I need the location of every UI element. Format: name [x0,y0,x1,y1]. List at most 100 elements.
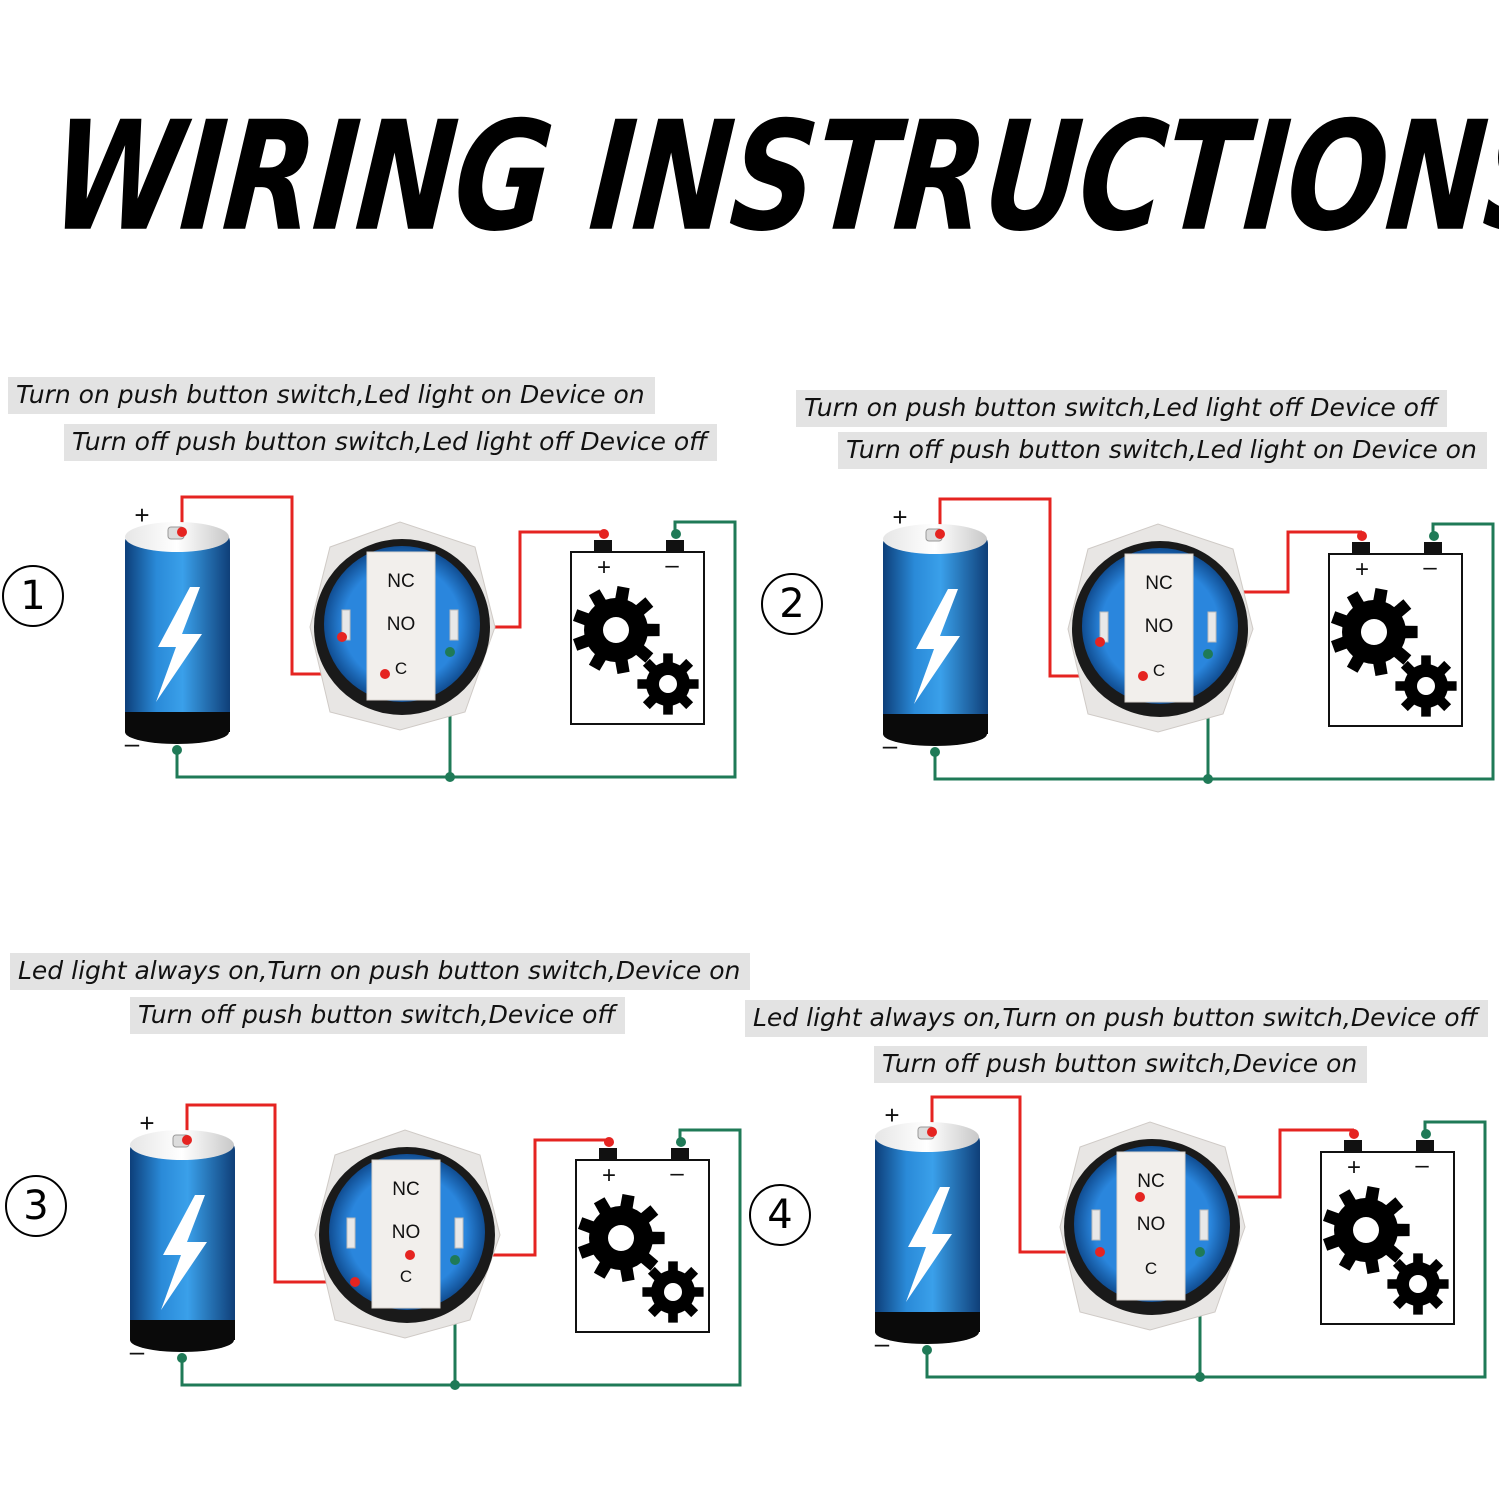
battery-minus-label: – [883,730,898,760]
contact-dot [337,632,347,642]
terminal-c-label: C [400,1267,412,1286]
battery-minus-label: – [875,1328,890,1358]
battery-plus-dot [177,527,187,537]
contact-dot [1203,649,1213,659]
device-plus-dot [604,1137,614,1147]
panel-4-number: 4 [749,1184,811,1246]
contact-dot [1095,1247,1105,1257]
battery-minus-dot [177,1353,187,1363]
battery-plus-dot [935,529,945,539]
panel-4-caption-line2: Turn off push button switch,Device on [874,1046,1368,1083]
small-gear-hole [1417,677,1435,695]
device-plus-terminal [594,540,612,552]
switch-terminal-block [366,551,436,701]
panel-3-caption-line1: Led light always on,Turn on push button … [10,953,751,990]
panel-1-number: 1 [2,565,64,627]
led-pin-left [1091,1209,1101,1241]
contact-dot [1138,671,1148,681]
battery-plus-label: + [139,1108,154,1138]
device-plus-label: + [597,554,611,581]
switch-terminal-block [1124,553,1194,703]
negative-wire-device [1200,1120,1487,1379]
battery-plus-label: + [134,500,149,530]
battery-minus-dot [172,745,182,755]
battery-base [125,712,230,732]
led-pin-right [454,1217,464,1249]
device-icon: +– [1328,531,1463,727]
terminal-c-label: C [1153,661,1165,680]
panel-2-caption-line2: Turn off push button switch,Led light on… [838,432,1487,469]
device-minus-dot [676,1137,686,1147]
large-gear-hole [603,617,629,643]
positive-wire-battery [930,1095,1100,1254]
battery-minus-dot [922,1345,932,1355]
battery-icon [125,522,230,744]
small-gear-hole [1409,1275,1427,1293]
device-plus-label: + [602,1162,616,1189]
terminal-no-label: NO [1137,1214,1166,1235]
panel-2-caption-line1: Turn on push button switch,Led light off… [796,390,1447,427]
contact-dot [350,1277,360,1287]
contact-dot [445,647,455,657]
device-minus-label: – [1415,1152,1429,1179]
device-minus-label: – [665,552,679,579]
battery-base [130,1320,235,1340]
device-minus-terminal [671,1148,689,1160]
contact-dot [1195,1247,1205,1257]
device-minus-terminal [666,540,684,552]
led-pin-right [1199,1209,1209,1241]
panel-2-number: 2 [761,573,823,635]
lightning-icon [906,1187,952,1302]
contact-dot [380,669,390,679]
battery-icon [130,1130,235,1352]
device-plus-terminal [1352,542,1370,554]
device-plus-label: + [1355,556,1369,583]
terminal-no-label: NO [392,1222,421,1243]
device-minus-dot [1429,531,1439,541]
terminal-c-label: C [1145,1259,1157,1278]
battery-plus-label: + [884,1100,899,1130]
device-plus-dot [1357,531,1367,541]
battery-base [875,1312,980,1332]
led-pin-right [449,609,459,641]
battery-plus-dot [182,1135,192,1145]
battery-base [883,714,988,734]
device-plus-terminal [1344,1140,1362,1152]
device-icon: +– [575,1137,710,1333]
led-pin-right [1207,611,1217,643]
large-gear-hole [1353,1217,1379,1243]
battery-minus-label: – [130,1336,145,1366]
lightning-icon [161,1195,207,1310]
terminal-c-label: C [395,659,407,678]
battery-icon [883,524,988,746]
junction-dot [1195,1372,1205,1382]
device-icon: +– [570,529,705,725]
device-minus-dot [1421,1129,1431,1139]
small-gear-hole [659,675,677,693]
large-gear-hole [1361,619,1387,645]
lightning-icon [914,589,960,704]
negative-wire-device [450,520,737,779]
battery-plus-dot [927,1127,937,1137]
junction-dot [1203,774,1213,784]
terminal-no-label: NO [1145,616,1174,637]
negative-wire-device [455,1128,742,1387]
junction-dot [445,772,455,782]
terminal-no-label: NO [387,614,416,635]
contact-dot [1095,637,1105,647]
device-minus-dot [671,529,681,539]
device-minus-terminal [1424,542,1442,554]
battery-icon [875,1122,980,1344]
device-plus-dot [1349,1129,1359,1139]
switch-terminal-block [1116,1151,1186,1301]
panel-3-caption-line2: Turn off push button switch,Device off [130,997,626,1034]
contact-dot [1135,1192,1145,1202]
